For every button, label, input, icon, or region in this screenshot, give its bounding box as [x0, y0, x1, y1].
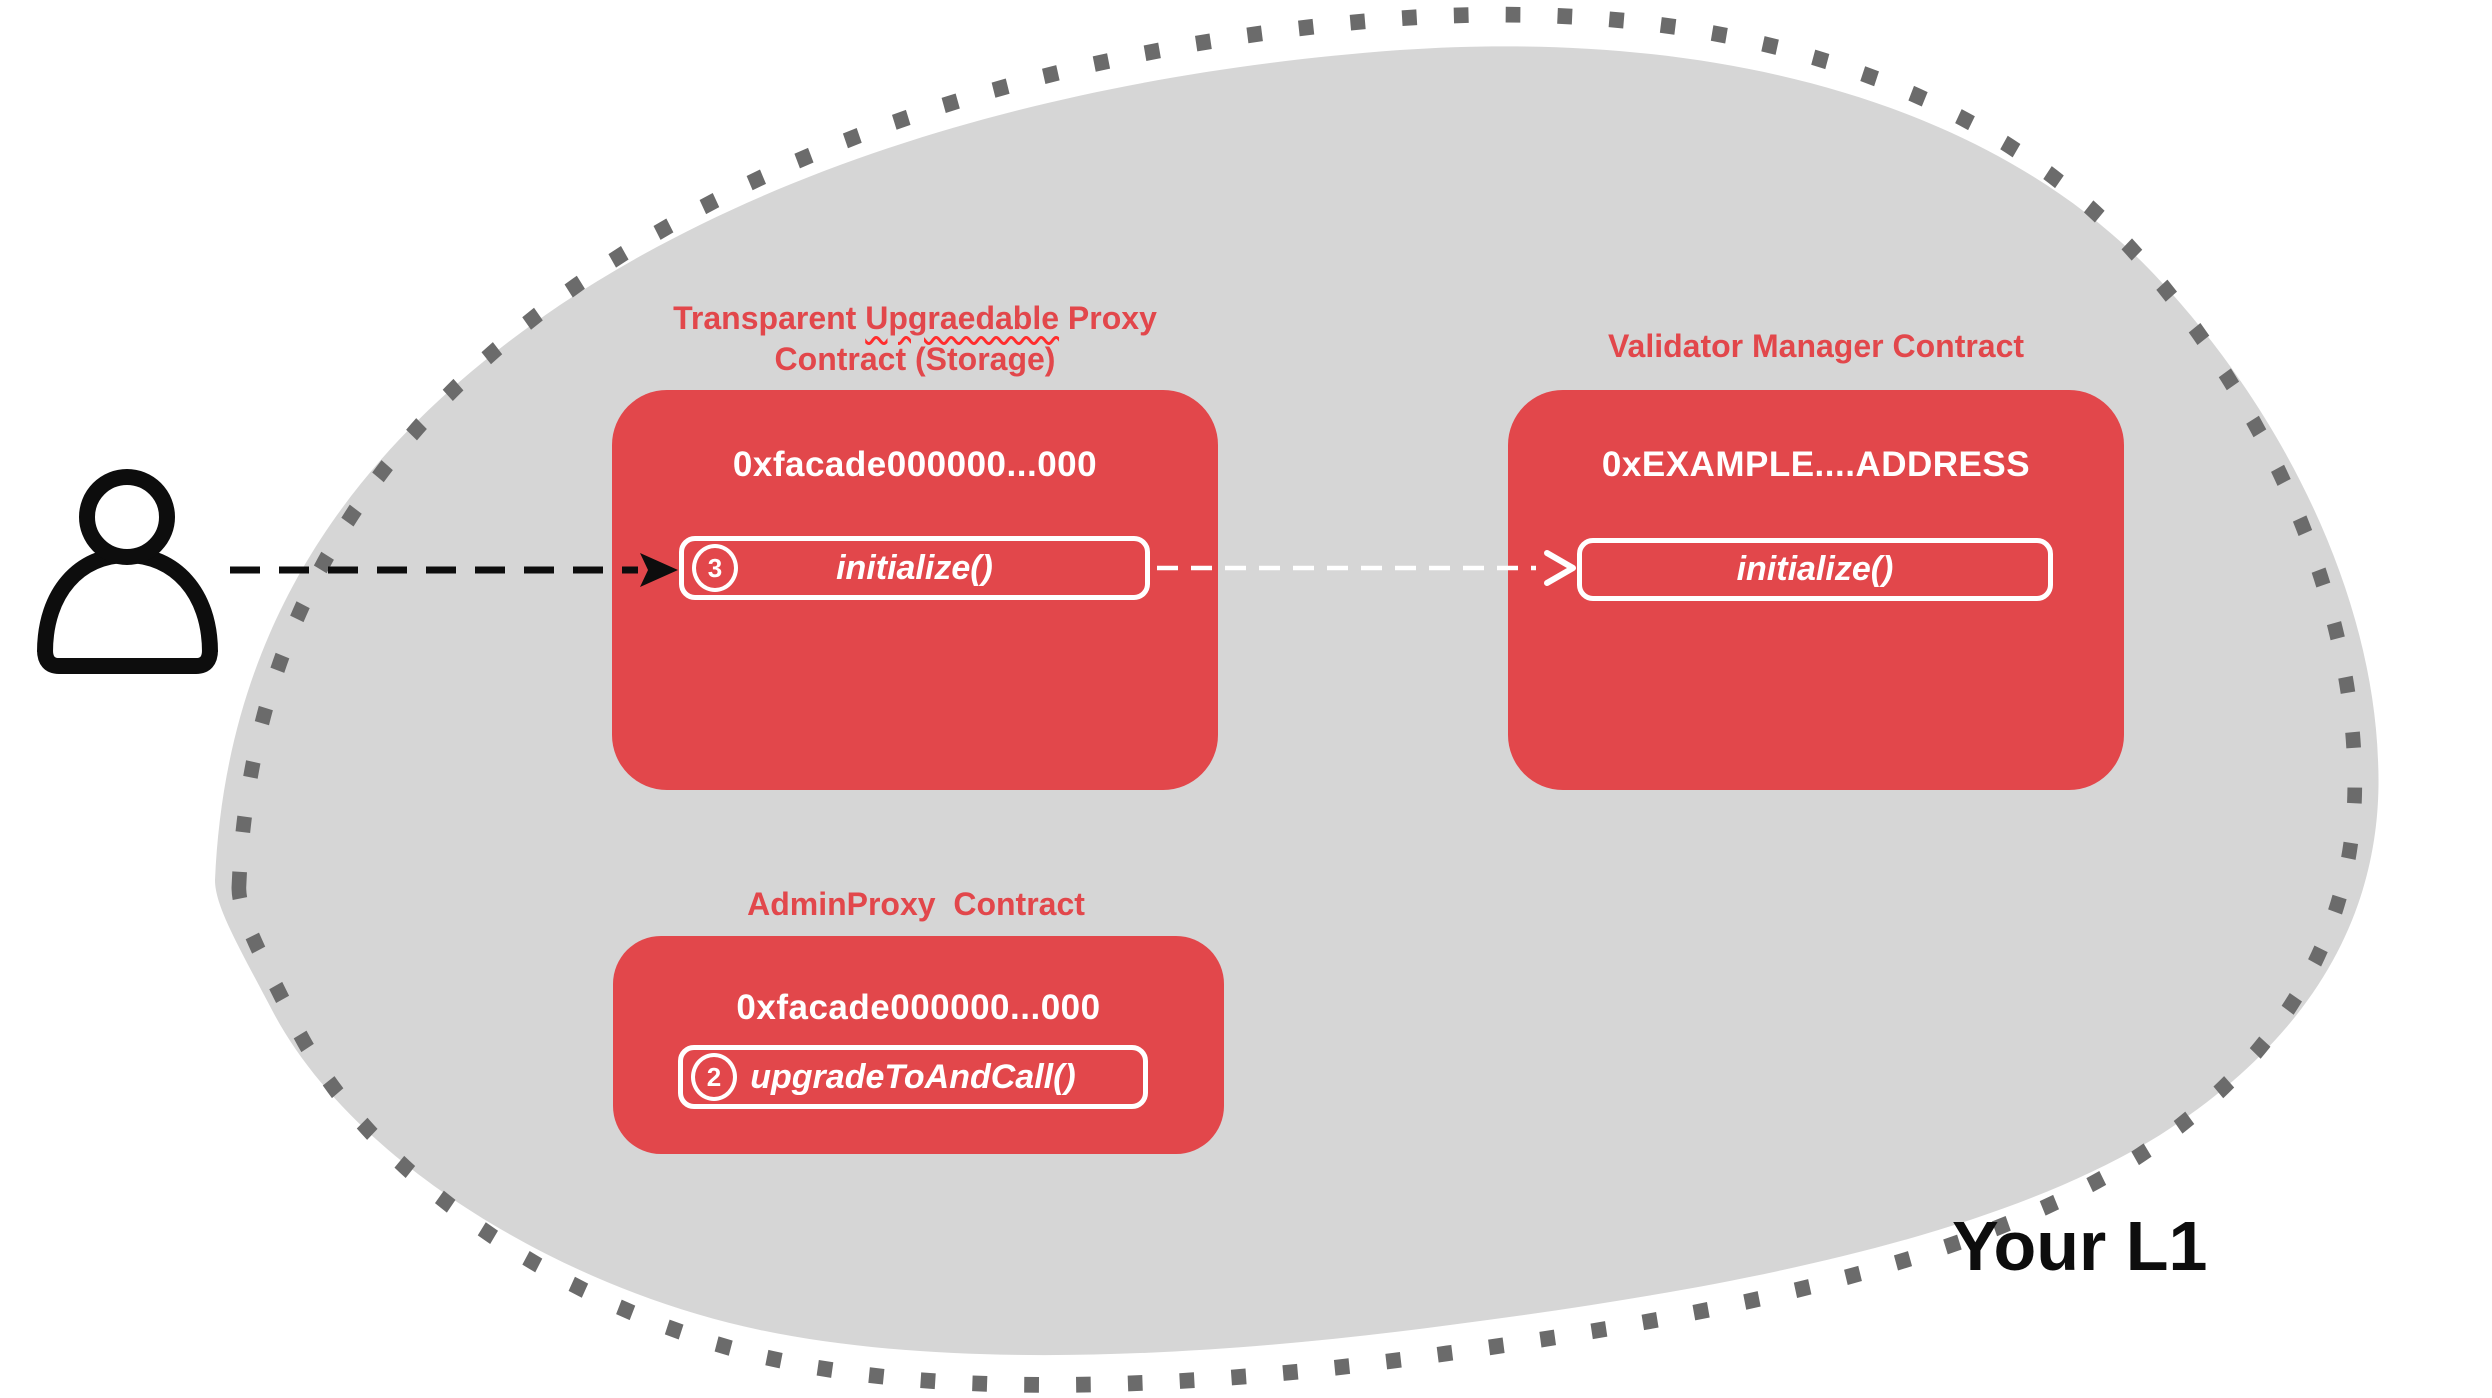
validator-contract-address: 0xEXAMPLE....ADDRESS — [1601, 445, 2031, 484]
proxy-initialize-method-pill: 3 initialize() — [679, 536, 1150, 600]
proxy-title-line2: Contract (Storage) — [774, 341, 1056, 377]
proxy-contract-address: 0xfacade000000...000 — [732, 445, 1098, 484]
region-label: Your L1 — [1952, 1207, 2208, 1285]
step-2-badge: 2 — [691, 1053, 737, 1101]
admin-contract-address: 0xfacade000000...000 — [736, 988, 1101, 1027]
validator-initialize-label: initialize() — [1736, 550, 1894, 588]
validator-initialize-method-pill: initialize() — [1577, 538, 2053, 601]
admin-contract-title: AdminProxy Contract — [747, 886, 1085, 922]
user-icon-body — [37, 546, 218, 674]
proxy-title-misspelled-word: Upgraedable — [865, 300, 1060, 336]
validator-contract-title: Validator Manager Contract — [1607, 328, 2025, 364]
admin-contract-card: 0xfacade000000...000 2 upgradeToAndCall(… — [613, 936, 1224, 1154]
admin-upgrade-label: upgradeToAndCall() — [750, 1057, 1076, 1096]
proxy-title-part: Proxy — [1059, 300, 1157, 336]
proxy-title-part: Transparent — [673, 300, 866, 336]
proxy-contract-card: 0xfacade000000...000 3 initialize() — [612, 390, 1218, 790]
step-3-badge: 3 — [692, 544, 738, 592]
admin-upgrade-method-pill: 2 upgradeToAndCall() — [678, 1045, 1148, 1109]
user-to-proxy-arrow — [230, 553, 678, 587]
user-icon-head — [79, 469, 175, 565]
proxy-initialize-label: initialize() — [836, 548, 993, 587]
user-icon — [37, 469, 218, 674]
validator-contract-card: 0xEXAMPLE....ADDRESS initialize() — [1508, 390, 2124, 790]
